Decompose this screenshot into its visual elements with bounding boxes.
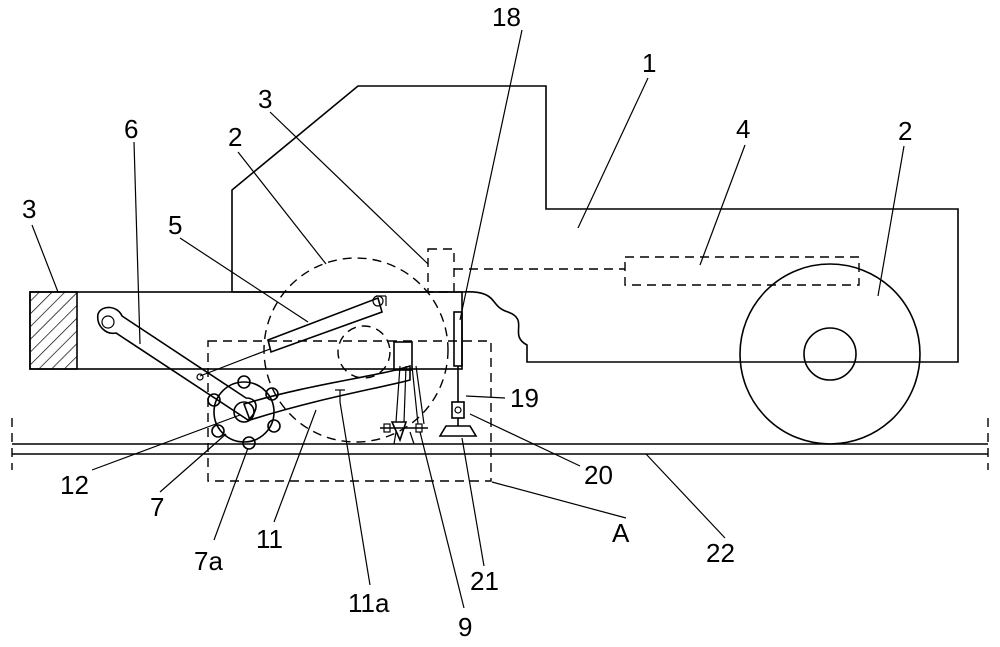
label-5: 5 [168,210,182,240]
label-1: 1 [642,48,656,78]
label-9: 9 [458,612,472,642]
label-2-left: 2 [228,122,242,152]
gear-wheel [207,375,281,450]
hatched-end-block [29,291,78,370]
label-3-left: 3 [22,194,36,224]
label-A: A [612,518,630,548]
motor-box [624,256,860,286]
sensor-assembly [438,311,478,437]
detail-frame-A [207,340,492,482]
rear-wheel [739,263,921,445]
planter-mechanism [380,341,428,445]
vehicle-body [231,85,959,363]
label-22: 22 [706,538,735,568]
cylinder [196,295,387,381]
marker-11a [335,389,345,402]
label-20: 20 [584,460,613,490]
frame-beam [29,291,463,370]
label-2-right: 2 [898,116,912,146]
label-21: 21 [470,566,499,596]
label-12: 12 [60,470,89,500]
label-7a: 7a [194,546,223,576]
label-6: 6 [124,114,138,144]
label-18: 18 [492,2,521,32]
label-7: 7 [150,492,164,522]
part-labels: 1 2 2 3 3 4 5 6 18 19 20 21 22 A 12 7 7a… [22,2,912,642]
gear-box [427,248,455,293]
label-19: 19 [510,383,539,413]
label-4: 4 [736,114,750,144]
leader-lines [31,29,905,609]
swing-arm [96,306,257,421]
label-11: 11 [256,524,283,554]
label-11a: 11a [348,588,390,618]
connecting-bar [242,364,411,421]
front-wheel-dashed [263,257,449,443]
label-3-top: 3 [258,84,272,114]
